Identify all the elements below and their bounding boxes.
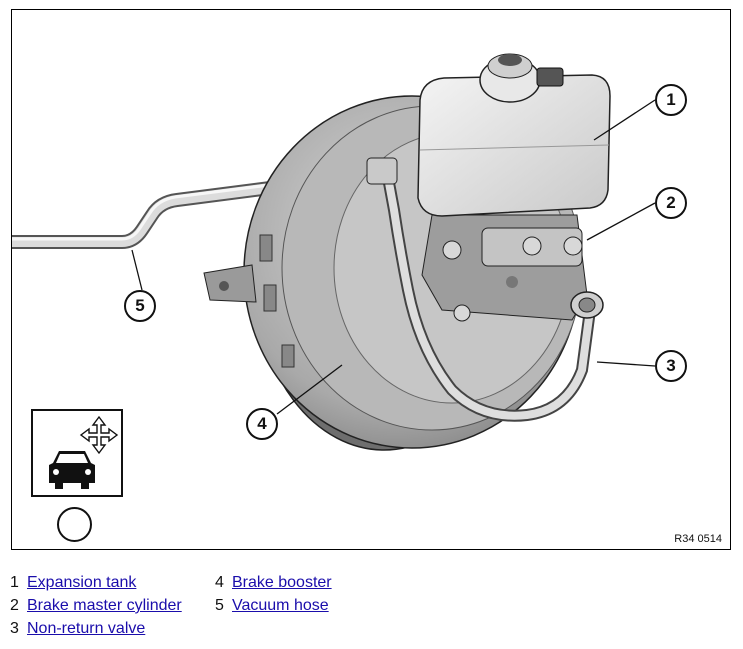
orientation-box bbox=[31, 409, 123, 497]
diagram-figure: 1 2 3 4 5 R34 0514 bbox=[11, 9, 731, 550]
callout-1: 1 bbox=[655, 84, 687, 116]
legend-item-4: 4 Brake booster bbox=[215, 572, 332, 594]
callout-4: 4 bbox=[246, 408, 278, 440]
legend-item-2: 2 Brake master cylinder bbox=[10, 595, 182, 617]
vacuum-hose-link[interactable]: Vacuum hose bbox=[232, 597, 329, 614]
callout-2: 2 bbox=[655, 187, 687, 219]
legend-item-3: 3 Non-return valve bbox=[10, 618, 145, 640]
brake-master-cylinder-link[interactable]: Brake master cylinder bbox=[27, 597, 182, 614]
legend-number: 4 bbox=[215, 574, 224, 591]
four-way-arrow-icon bbox=[79, 415, 119, 455]
vacuum-hose bbox=[12, 168, 399, 249]
legend-item-5: 5 Vacuum hose bbox=[215, 595, 329, 617]
legend-number: 5 bbox=[215, 597, 224, 614]
brake-booster-illustration bbox=[12, 53, 656, 451]
reference-code: R34 0514 bbox=[674, 533, 722, 545]
expansion-tank-link[interactable]: Expansion tank bbox=[27, 574, 137, 591]
expansion-tank bbox=[417, 53, 611, 217]
leader-lines bbox=[131, 99, 656, 415]
legend-number: 2 bbox=[10, 597, 19, 614]
orientation-circle-icon bbox=[57, 507, 92, 542]
legend-item-1: 1 Expansion tank bbox=[10, 572, 136, 594]
brake-booster-link[interactable]: Brake booster bbox=[232, 574, 332, 591]
non-return-valve bbox=[366, 157, 604, 422]
brake-master-cylinder bbox=[421, 214, 588, 322]
legend-number: 3 bbox=[10, 620, 19, 637]
callout-3: 3 bbox=[655, 350, 687, 382]
callout-5: 5 bbox=[124, 290, 156, 322]
legend-number: 1 bbox=[10, 574, 19, 591]
vehicle-front-icon bbox=[49, 415, 119, 489]
non-return-valve-link[interactable]: Non-return valve bbox=[27, 620, 146, 637]
car-front bbox=[49, 451, 95, 489]
